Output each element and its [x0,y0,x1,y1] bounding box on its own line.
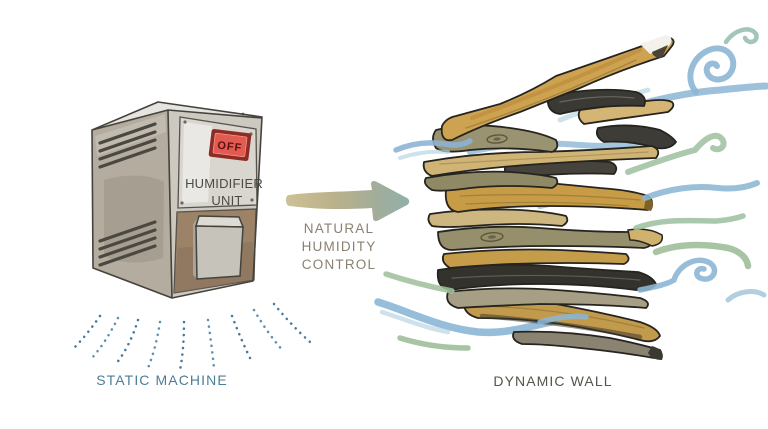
wind-swirl-icon [723,27,759,45]
wood-grain [479,313,643,340]
off-button-face [212,132,248,158]
mist-arc [146,320,162,370]
mist-arc [252,308,286,354]
wood-grain [479,305,645,329]
wood-grain [470,48,642,120]
wood-plank [437,225,654,251]
wood-grain [439,151,649,165]
wood-plank [423,170,559,192]
wind-swirl-icon [642,180,760,201]
air-duct-top [194,215,245,228]
wood-plank [422,145,660,177]
dynamic-wall-caption: DYNAMIC WALL [493,373,612,389]
wood-knot [488,235,496,239]
static-machine-caption: STATIC MACHINE [96,372,228,388]
wind-swirl-icon [637,257,718,293]
wood-plank-end [627,228,664,247]
wind-swirls-front [379,27,767,351]
vent-slats-lower [98,220,157,267]
wind-swirl-icon [379,309,451,335]
mist-arc [272,302,312,344]
mist-arc [72,314,102,350]
mist-arc [206,318,216,370]
wind-swirl-icon [652,241,752,270]
off-button: OFF [208,128,252,162]
left-face-wash [104,175,164,263]
machine-name-line1: HUMIDIFIER [185,176,263,191]
wood-plank-end [652,45,668,58]
wood-plank [546,88,646,115]
machine-name-line2: UNIT [211,193,242,208]
right-arrow-icon [286,180,410,222]
wood-grain [465,59,637,129]
off-button-label: OFF [217,140,243,155]
wood-plank-end [648,346,663,360]
wood-plank [595,124,677,150]
machine-outline [91,101,263,299]
wind-swirl-icon [687,45,737,95]
wood-plank [446,287,649,309]
vent-slats-upper [98,122,157,169]
wind-swirl-icon [397,335,471,351]
wood-knot [493,137,501,141]
wood-plank [440,37,675,142]
transition-arrow: NATURAL HUMIDITY CONTROL [286,180,410,272]
wood-knot [486,134,508,144]
wood-knot [480,232,504,242]
mist-arc [114,318,140,366]
wood-grain [459,194,641,207]
mist-arc [90,316,120,360]
wind-swirl-icon [725,289,767,303]
air-duct-front [195,225,244,280]
wood-plank [577,99,675,125]
driftwood-wall [374,27,768,360]
wood-grain [451,274,641,281]
mist-spray-icon [72,302,312,372]
panel-highlight [182,122,212,203]
wood-plank [427,208,569,228]
wood-grain [559,96,635,103]
wood-planks [422,35,677,360]
wind-swirl-icon [383,271,455,294]
mist-arc [178,320,186,372]
wind-swirl-icon [398,149,450,160]
mist-arc [230,314,254,364]
arrow-label-line3: CONTROL [302,257,376,272]
humidifier-machine: OFF HUMIDIFIER UNIT [91,101,263,299]
wind-swirl-icon [633,213,746,231]
wind-swirl-icon [625,132,727,175]
arrow-label-line1: NATURAL [304,221,374,236]
machine-inner-edges [91,109,263,299]
wood-plank [441,248,630,269]
wind-swirl-icon [537,313,589,325]
arrow-label-line2: HUMIDITY [302,239,377,254]
wind-swirl-icon [393,138,473,153]
wood-plank-end [640,35,672,54]
